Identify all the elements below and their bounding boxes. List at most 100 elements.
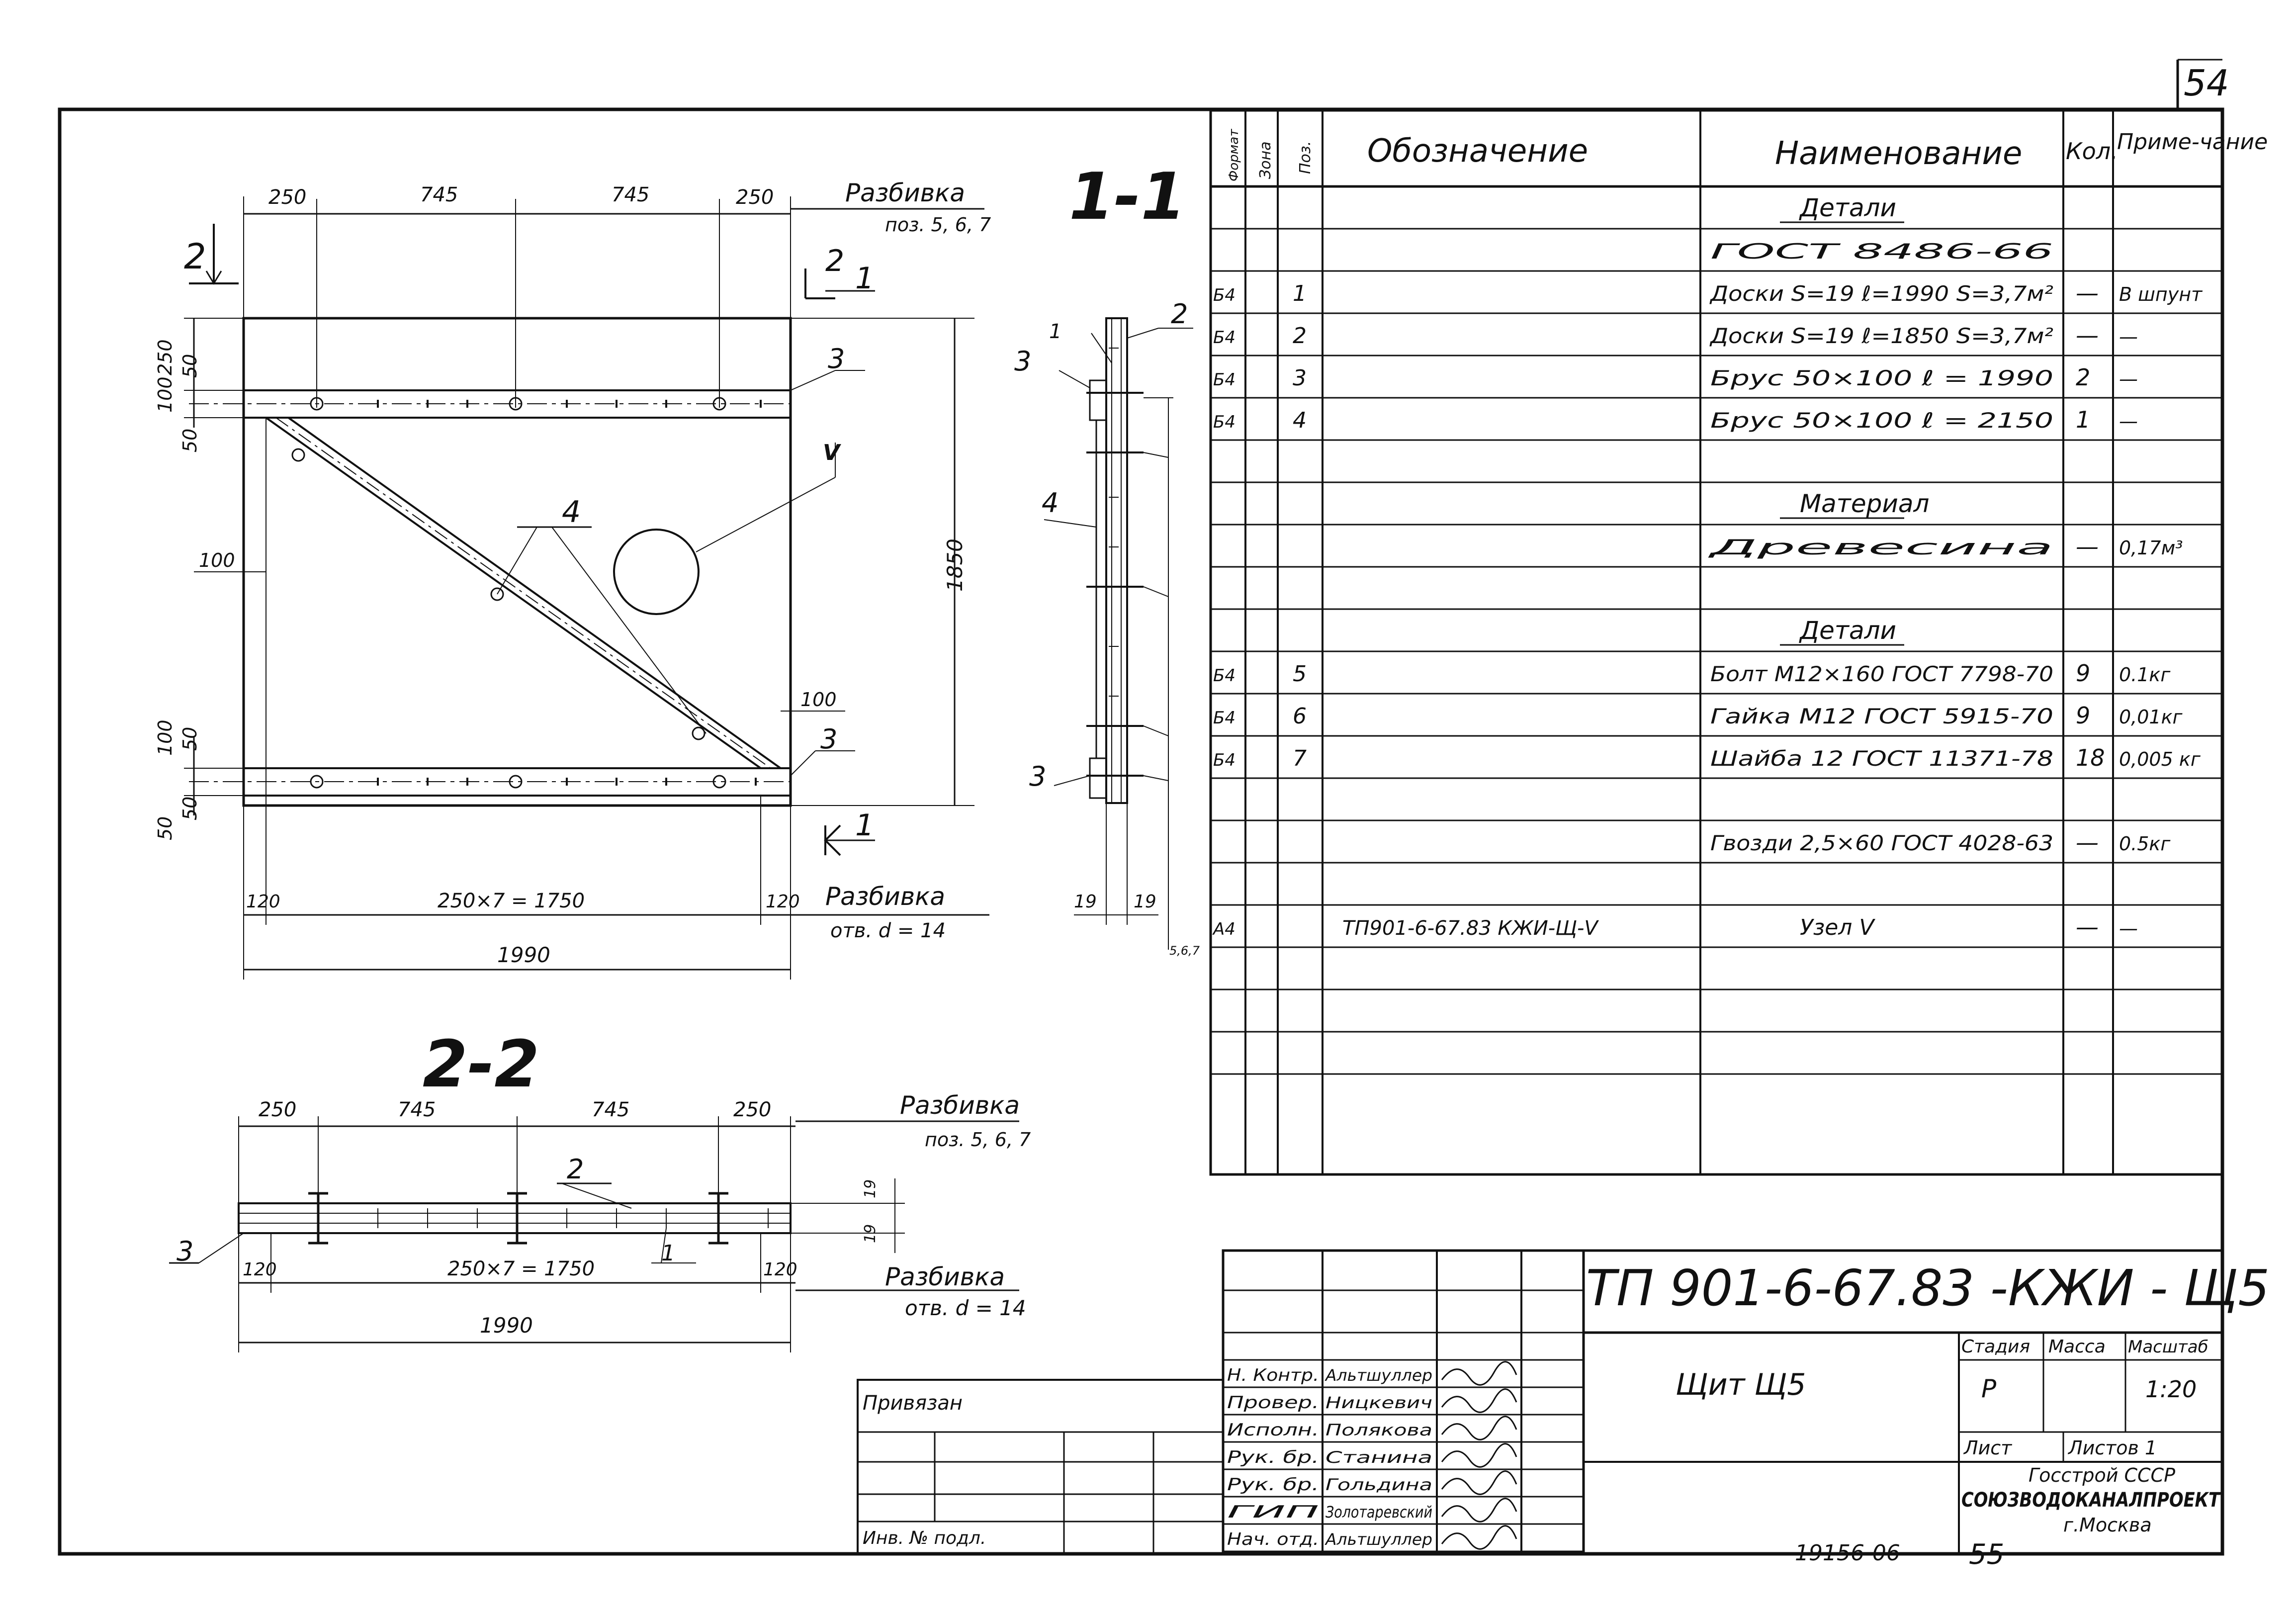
cell-note: 0,17м³ — [2119, 537, 2183, 559]
cell-format: Б4 — [1213, 328, 1236, 348]
leader-3-top: 3 — [828, 343, 845, 374]
header-name: Наименование — [1775, 135, 2022, 172]
cut-mark-1-bottom: 1 — [855, 808, 874, 843]
side-pos-label: 5,6,7 — [1169, 944, 1200, 958]
cell-qty: 9 — [2076, 702, 2090, 729]
side-dim-19-left: 19 — [1074, 892, 1097, 912]
linked-block: Привязан Инв. № подл. — [857, 1379, 1224, 1555]
signature-role: Рук. бр. — [1227, 1475, 1319, 1495]
doc-code: ТП 901-6-67.83 -КЖИ - Щ5 — [1586, 1259, 2270, 1317]
signature-name: Золотаревский — [1325, 1503, 1432, 1522]
cell-qty: 9 — [2076, 660, 2090, 687]
header-designation: Обозначение — [1367, 133, 1588, 170]
view-2-2: 2-2 250 745 745 250 Разбивка поз. 5, 6, … — [169, 1026, 1031, 1352]
signature-name: Альтшуллер — [1325, 1366, 1432, 1385]
cell-name: Доски S=19 ℓ=1990 S=3,7м² — [1709, 281, 2053, 306]
signature-grid: Н. Контр.АльтшуллерПровер.НицкевичИсполн… — [1222, 1251, 1584, 1554]
cell-qty: — — [2076, 829, 2099, 856]
plan-leader-3: 3 — [177, 1236, 193, 1267]
dim-overall-1990: 1990 — [497, 943, 550, 967]
plan-leader-1: 1 — [661, 1241, 675, 1266]
cell-name: Брус 50×100 ℓ = 2150 — [1710, 408, 2053, 433]
view-2-2-title: 2-2 — [423, 1026, 539, 1102]
handwritten-signature — [1441, 1525, 1517, 1550]
dim-left-offset: 100 — [199, 549, 235, 571]
header-qty: Кол. — [2066, 138, 2118, 165]
cell-format: Б4 — [1213, 370, 1236, 390]
cut-mark-2-right: 2 — [825, 244, 844, 278]
plan-layout-label-top: Разбивка — [900, 1091, 1020, 1120]
view-side-section: 19 19 5,6,7 1 2 3 4 3 — [1014, 298, 1200, 958]
cell-position: 1 — [1293, 281, 1307, 306]
cell-name-heading: Детали — [1799, 193, 1896, 222]
dim-left-100a: 100 — [154, 376, 176, 413]
cell-note: 0.1кг — [2119, 664, 2171, 686]
cell-note: 0,005 кг — [2119, 748, 2201, 770]
signature-role: Н. Контр. — [1227, 1365, 1319, 1385]
plan-dim-top-250-left: 250 — [259, 1098, 296, 1121]
cell-name-heading: Детали — [1799, 616, 1896, 645]
signature-name: Полякова — [1325, 1421, 1432, 1439]
cell-note: В шпунт — [2119, 283, 2203, 305]
item-name: Щит Щ5 — [1676, 1367, 1806, 1402]
dim-left-50a: 50 — [179, 354, 201, 378]
layout-label-top: Разбивка — [845, 179, 965, 207]
plan-layout-label-bottom: Разбивка — [885, 1262, 1005, 1291]
title-block: ТП 901-6-67.83 -КЖИ - Щ5 Щит Щ5 Стадия М… — [857, 1249, 2270, 1555]
spec-table: Формат Зона Поз. Обозначение Наименовани… — [1209, 109, 2268, 1176]
inv-label: Инв. № подл. — [863, 1528, 986, 1548]
plan-dim-19-top: 19 — [862, 1179, 879, 1198]
cell-name: Гайка М12 ГОСТ 5915-70 — [1710, 704, 2053, 728]
dim-right-offset: 100 — [800, 689, 837, 711]
org-line-1: Госстрой СССР — [2029, 1464, 2175, 1486]
plan-dim-19-bottom: 19 — [862, 1224, 879, 1243]
handwritten-signature — [1441, 1443, 1517, 1468]
layout-sub-bottom: отв. d = 14 — [830, 919, 946, 942]
org-line-3: г.Москва — [2063, 1514, 2152, 1536]
cut-mark-2-left: 2 — [184, 236, 206, 277]
dim-left-50d: 50 — [154, 816, 176, 840]
dim-top-745-left: 745 — [420, 183, 458, 206]
leader-3-bottom: 3 — [820, 723, 837, 755]
org-line-2: СОЮЗВОДОКАНАЛПРОЕКТ — [1961, 1489, 2221, 1512]
dim-bottom-120-left: 120 — [246, 892, 280, 912]
plan-dim-overall-1990: 1990 — [480, 1313, 533, 1338]
cell-name: Доски S=19 ℓ=1850 S=3,7м² — [1709, 324, 2053, 348]
header-pos: Поз. — [1297, 141, 1314, 174]
header-zone: Зона — [1257, 141, 1274, 179]
view-1-1: 1-1 250 745 745 250 Разбивка поз. 5, 6, … — [154, 159, 1186, 980]
dim-top-745-right: 745 — [612, 183, 649, 206]
sheet-label: Лист — [1963, 1437, 2013, 1459]
cell-position: 7 — [1293, 746, 1307, 771]
cell-name: Древесина — [1707, 535, 2053, 559]
dim-bottom-120-right: 120 — [766, 892, 800, 912]
dim-left-50c: 50 — [179, 727, 201, 751]
signature-role: Нач. отд. — [1227, 1529, 1319, 1549]
cell-format: Б4 — [1213, 285, 1236, 305]
handwritten-signature — [1441, 1470, 1517, 1495]
cell-position: 2 — [1293, 323, 1307, 349]
cell-qty: — — [2076, 279, 2099, 306]
plan-dim-top-250-right: 250 — [733, 1098, 771, 1121]
side-leader-4: 4 — [1042, 487, 1059, 519]
node-mark-v: V — [823, 440, 841, 465]
stage-value: Р — [1981, 1374, 1997, 1403]
dim-bottom-1750: 250×7 = 1750 — [438, 890, 585, 912]
signature-role: Провер. — [1227, 1393, 1319, 1413]
plan-dim-top-745-left: 745 — [398, 1098, 436, 1121]
cell-note: — — [2119, 326, 2138, 348]
dim-left-50e: 50 — [179, 797, 201, 820]
plan-dim-bottom-120-right: 120 — [763, 1259, 797, 1280]
cell-format: Б4 — [1213, 666, 1236, 686]
cell-position: 5 — [1293, 661, 1307, 687]
header-format: Формат — [1227, 129, 1241, 181]
scale-value: 1:20 — [2145, 1376, 2197, 1403]
side-leader-1: 1 — [1049, 320, 1061, 343]
view-1-1-title: 1-1 — [1069, 159, 1186, 234]
signature-name: Гольдина — [1325, 1475, 1432, 1494]
cell-qty: — — [2076, 533, 2099, 560]
side-leader-3-bottom: 3 — [1029, 761, 1046, 792]
dim-top-250-left: 250 — [268, 186, 306, 209]
cell-designation: ТП901-6-67.83 КЖИ-Щ-V — [1342, 917, 1599, 940]
